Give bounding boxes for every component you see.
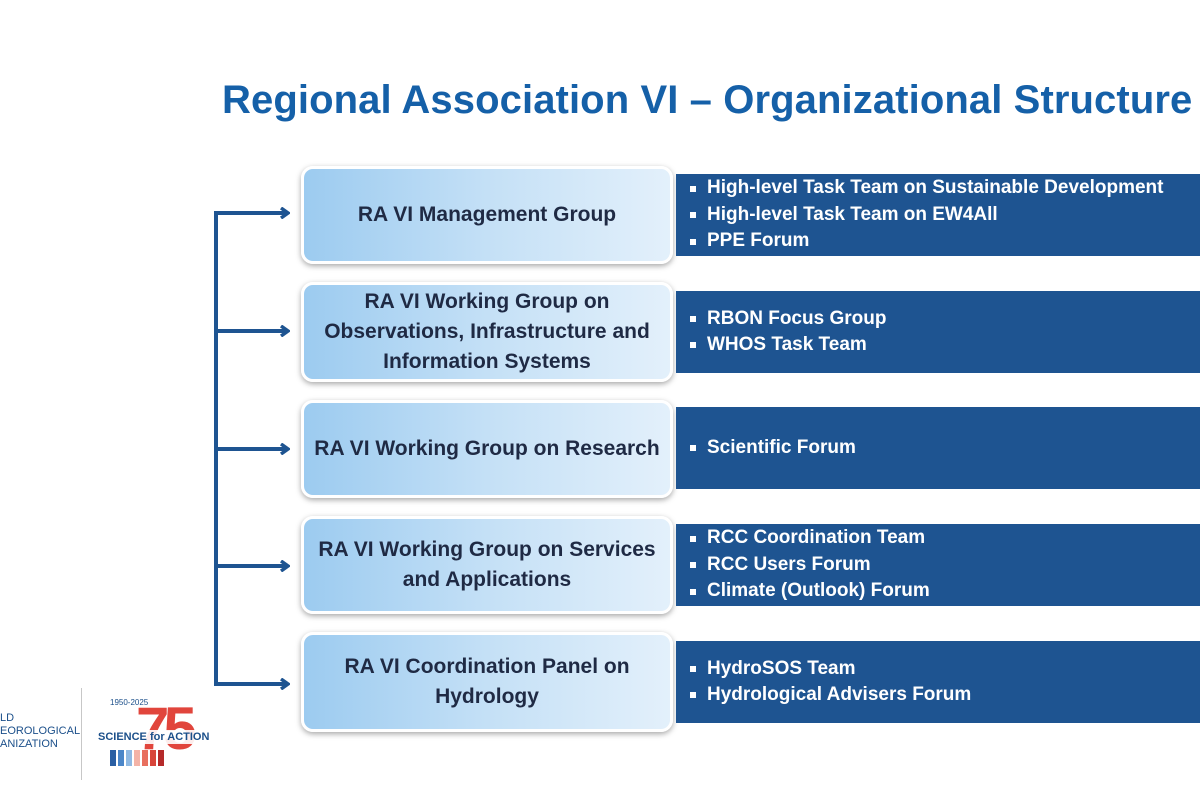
teams-box-research: Scientific Forum xyxy=(676,407,1200,489)
team-item: WHOS Task Team xyxy=(690,332,1200,359)
group-label-hydrology: RA VI Coordination Panel on Hydrology xyxy=(344,655,630,708)
connector-arrows xyxy=(214,213,288,684)
team-item: RBON Focus Group xyxy=(690,306,1200,333)
bullet-icon xyxy=(690,212,696,218)
bullet-icon xyxy=(690,315,696,322)
team-item: HydroSOS Team xyxy=(690,656,1200,683)
group-label-research: RA VI Working Group on Research xyxy=(314,437,660,460)
team-item: High-level Task Team on EW4All xyxy=(690,202,1200,229)
bullet-icon xyxy=(690,342,696,349)
group-box-research: RA VI Working Group on Research xyxy=(301,400,673,498)
teams-box-management: High-level Task Team on Sustainable Deve… xyxy=(676,174,1200,256)
team-item: PPE Forum xyxy=(690,228,1200,255)
bullet-icon xyxy=(690,692,696,699)
footer-logos: LD EOROLOGICAL ANIZATION 1950-2025 75 SC… xyxy=(0,688,212,783)
team-item: RCC Coordination Team xyxy=(690,525,1200,552)
group-box-observations: RA VI Working Group on Observations, Inf… xyxy=(301,282,673,382)
anniversary-banner: SCIENCE for ACTION xyxy=(96,730,212,744)
group-box-hydrology: RA VI Coordination Panel on Hydrology xyxy=(301,632,673,732)
teams-box-services: RCC Coordination Team RCC Users Forum Cl… xyxy=(676,524,1200,606)
bullet-icon xyxy=(690,562,696,568)
bullet-icon xyxy=(690,238,696,245)
wmo-logo-text: LD EOROLOGICAL ANIZATION xyxy=(0,712,81,750)
anniversary-years: 1950-2025 xyxy=(110,698,149,707)
team-item: High-level Task Team on Sustainable Deve… xyxy=(690,175,1200,202)
team-item: Climate (Outlook) Forum xyxy=(690,578,1200,605)
page-title: Regional Association VI – Organizational… xyxy=(222,78,1193,122)
group-label-services: RA VI Working Group on Services and Appl… xyxy=(318,538,656,591)
logo-divider xyxy=(81,688,82,780)
bullet-icon xyxy=(690,665,696,672)
bullet-icon xyxy=(690,185,696,192)
bullet-icon xyxy=(690,588,696,595)
team-item: Hydrological Advisers Forum xyxy=(690,682,1200,709)
group-label-management: RA VI Management Group xyxy=(357,203,617,226)
group-box-management: RA VI Management Group xyxy=(301,166,673,264)
teams-box-observations: RBON Focus Group WHOS Task Team xyxy=(676,291,1200,373)
group-box-services: RA VI Working Group on Services and Appl… xyxy=(301,516,673,614)
team-item: RCC Users Forum xyxy=(690,552,1200,579)
bullet-icon xyxy=(690,445,696,451)
anniversary-stripes-icon xyxy=(110,750,164,766)
anniversary-logo: 1950-2025 75 SCIENCE for ACTION xyxy=(96,695,212,776)
bullet-icon xyxy=(690,535,696,542)
team-item: Scientific Forum xyxy=(690,435,1200,462)
teams-box-hydrology: HydroSOS Team Hydrological Advisers Foru… xyxy=(676,641,1200,723)
group-label-observations: RA VI Working Group on Observations, Inf… xyxy=(324,290,650,373)
